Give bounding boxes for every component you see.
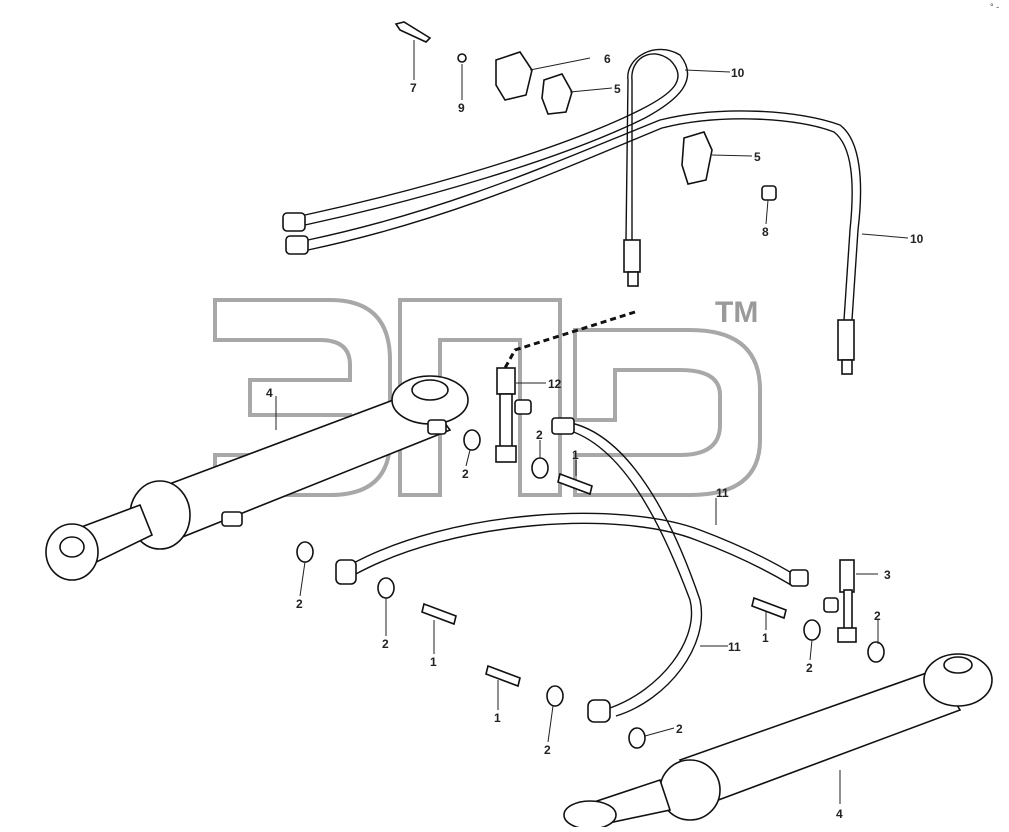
callout-2-f: 2 — [874, 609, 881, 623]
middle-hoses — [335, 310, 857, 723]
callout-10-b: 10 — [910, 232, 924, 246]
cylinder-lower — [563, 653, 993, 830]
callout-1-c: 1 — [762, 631, 769, 645]
callout-2-h: 2 — [676, 722, 683, 736]
callout-1-d: 1 — [494, 711, 501, 725]
callout-7: 7 — [410, 81, 417, 95]
callout-11-b: 11 — [728, 640, 741, 654]
callout-12: 12 — [548, 377, 562, 391]
callout-11-a: 11 — [716, 486, 729, 500]
upper-hoses — [282, 48, 862, 375]
top-clamps — [394, 21, 777, 201]
leader-lines — [275, 40, 909, 804]
washers-bolts — [296, 429, 885, 749]
callout-1-b: 1 — [430, 655, 437, 669]
callout-2-a: 2 — [462, 467, 469, 481]
callout-4-a: 4 — [266, 386, 273, 400]
trademark-mark: TM — [715, 296, 758, 329]
callout-2-e: 2 — [806, 661, 813, 675]
callout-2-g: 2 — [544, 743, 551, 757]
callout-5-a: 5 — [614, 82, 621, 96]
callout-6: 6 — [604, 52, 611, 66]
corner-mark: ° - — [990, 2, 999, 12]
cylinder-upper — [45, 375, 469, 581]
callout-1-a: 1 — [572, 448, 579, 462]
callout-labels: 7 9 6 5 10 5 8 10 12 4 2 2 1 11 3 2 2 1 … — [266, 52, 924, 821]
callout-2-b: 2 — [536, 428, 543, 442]
callout-3: 3 — [884, 568, 891, 582]
callout-9: 9 — [458, 101, 465, 115]
callout-4-b: 4 — [836, 807, 843, 821]
callout-10-a: 10 — [731, 66, 745, 80]
callout-2-c: 2 — [296, 597, 303, 611]
callout-5-b: 5 — [754, 150, 761, 164]
callout-2-d: 2 — [382, 637, 389, 651]
callout-8: 8 — [762, 225, 769, 239]
